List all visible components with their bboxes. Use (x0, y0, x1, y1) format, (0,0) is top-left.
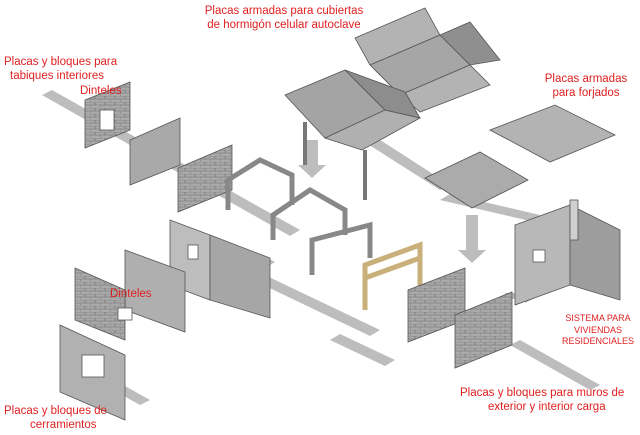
label-load-bearing-walls: Placas y bloques para muros de exterior … (460, 386, 624, 414)
label-lintels-bottom: Dinteles (110, 287, 152, 301)
label-line: Placas armadas para cubiertas (204, 5, 364, 17)
label-interior-partitions: Placas y bloques para tabiques interiore… (4, 55, 117, 83)
label-line: VIVIENDAS (573, 324, 622, 335)
label-lintels-top: Dinteles (80, 84, 122, 98)
label-enclosures: Placas y bloques de cerramientos (4, 404, 107, 432)
label-line: exterior y interior carga (488, 401, 606, 413)
floor-panels (424, 104, 616, 209)
residential-house-model (514, 199, 621, 306)
label-line: Placas y bloques de (4, 405, 107, 417)
roof-panels (354, 7, 501, 113)
label-floor-panels: Placas armadas para forjados (540, 72, 632, 100)
arrow-down-icon (458, 215, 486, 263)
label-line: Dinteles (110, 288, 152, 300)
label-line: tabiques interiores (10, 70, 104, 82)
enclosure-walls (59, 267, 133, 421)
label-line: SISTEMA PARA (565, 313, 631, 323)
label-line: cerramientos (30, 419, 97, 431)
load-bearing-walls (407, 267, 513, 369)
label-line: Placas y bloques para muros de (460, 387, 625, 399)
wooden-frame (362, 241, 423, 310)
interior-partition-walls (84, 81, 233, 213)
label-line: Placas y bloques para (4, 56, 118, 68)
label-line: para forjados (552, 87, 620, 99)
walls-center (124, 219, 271, 333)
gable-roof (284, 69, 422, 200)
label-line: RESIDENCIALES (561, 336, 635, 346)
label-residential-system: SISTEMA PARA VIVIENDAS RESIDENCIALES (560, 313, 636, 348)
label-roof-panels: Placas armadas para cubiertas de hormigó… (200, 4, 368, 32)
label-line: Dinteles (80, 85, 122, 97)
structural-frames (225, 157, 373, 275)
label-line: de hormigón celular autoclave (207, 19, 361, 31)
arrow-down-icon (298, 140, 326, 178)
label-line: Placas armadas (544, 73, 628, 85)
